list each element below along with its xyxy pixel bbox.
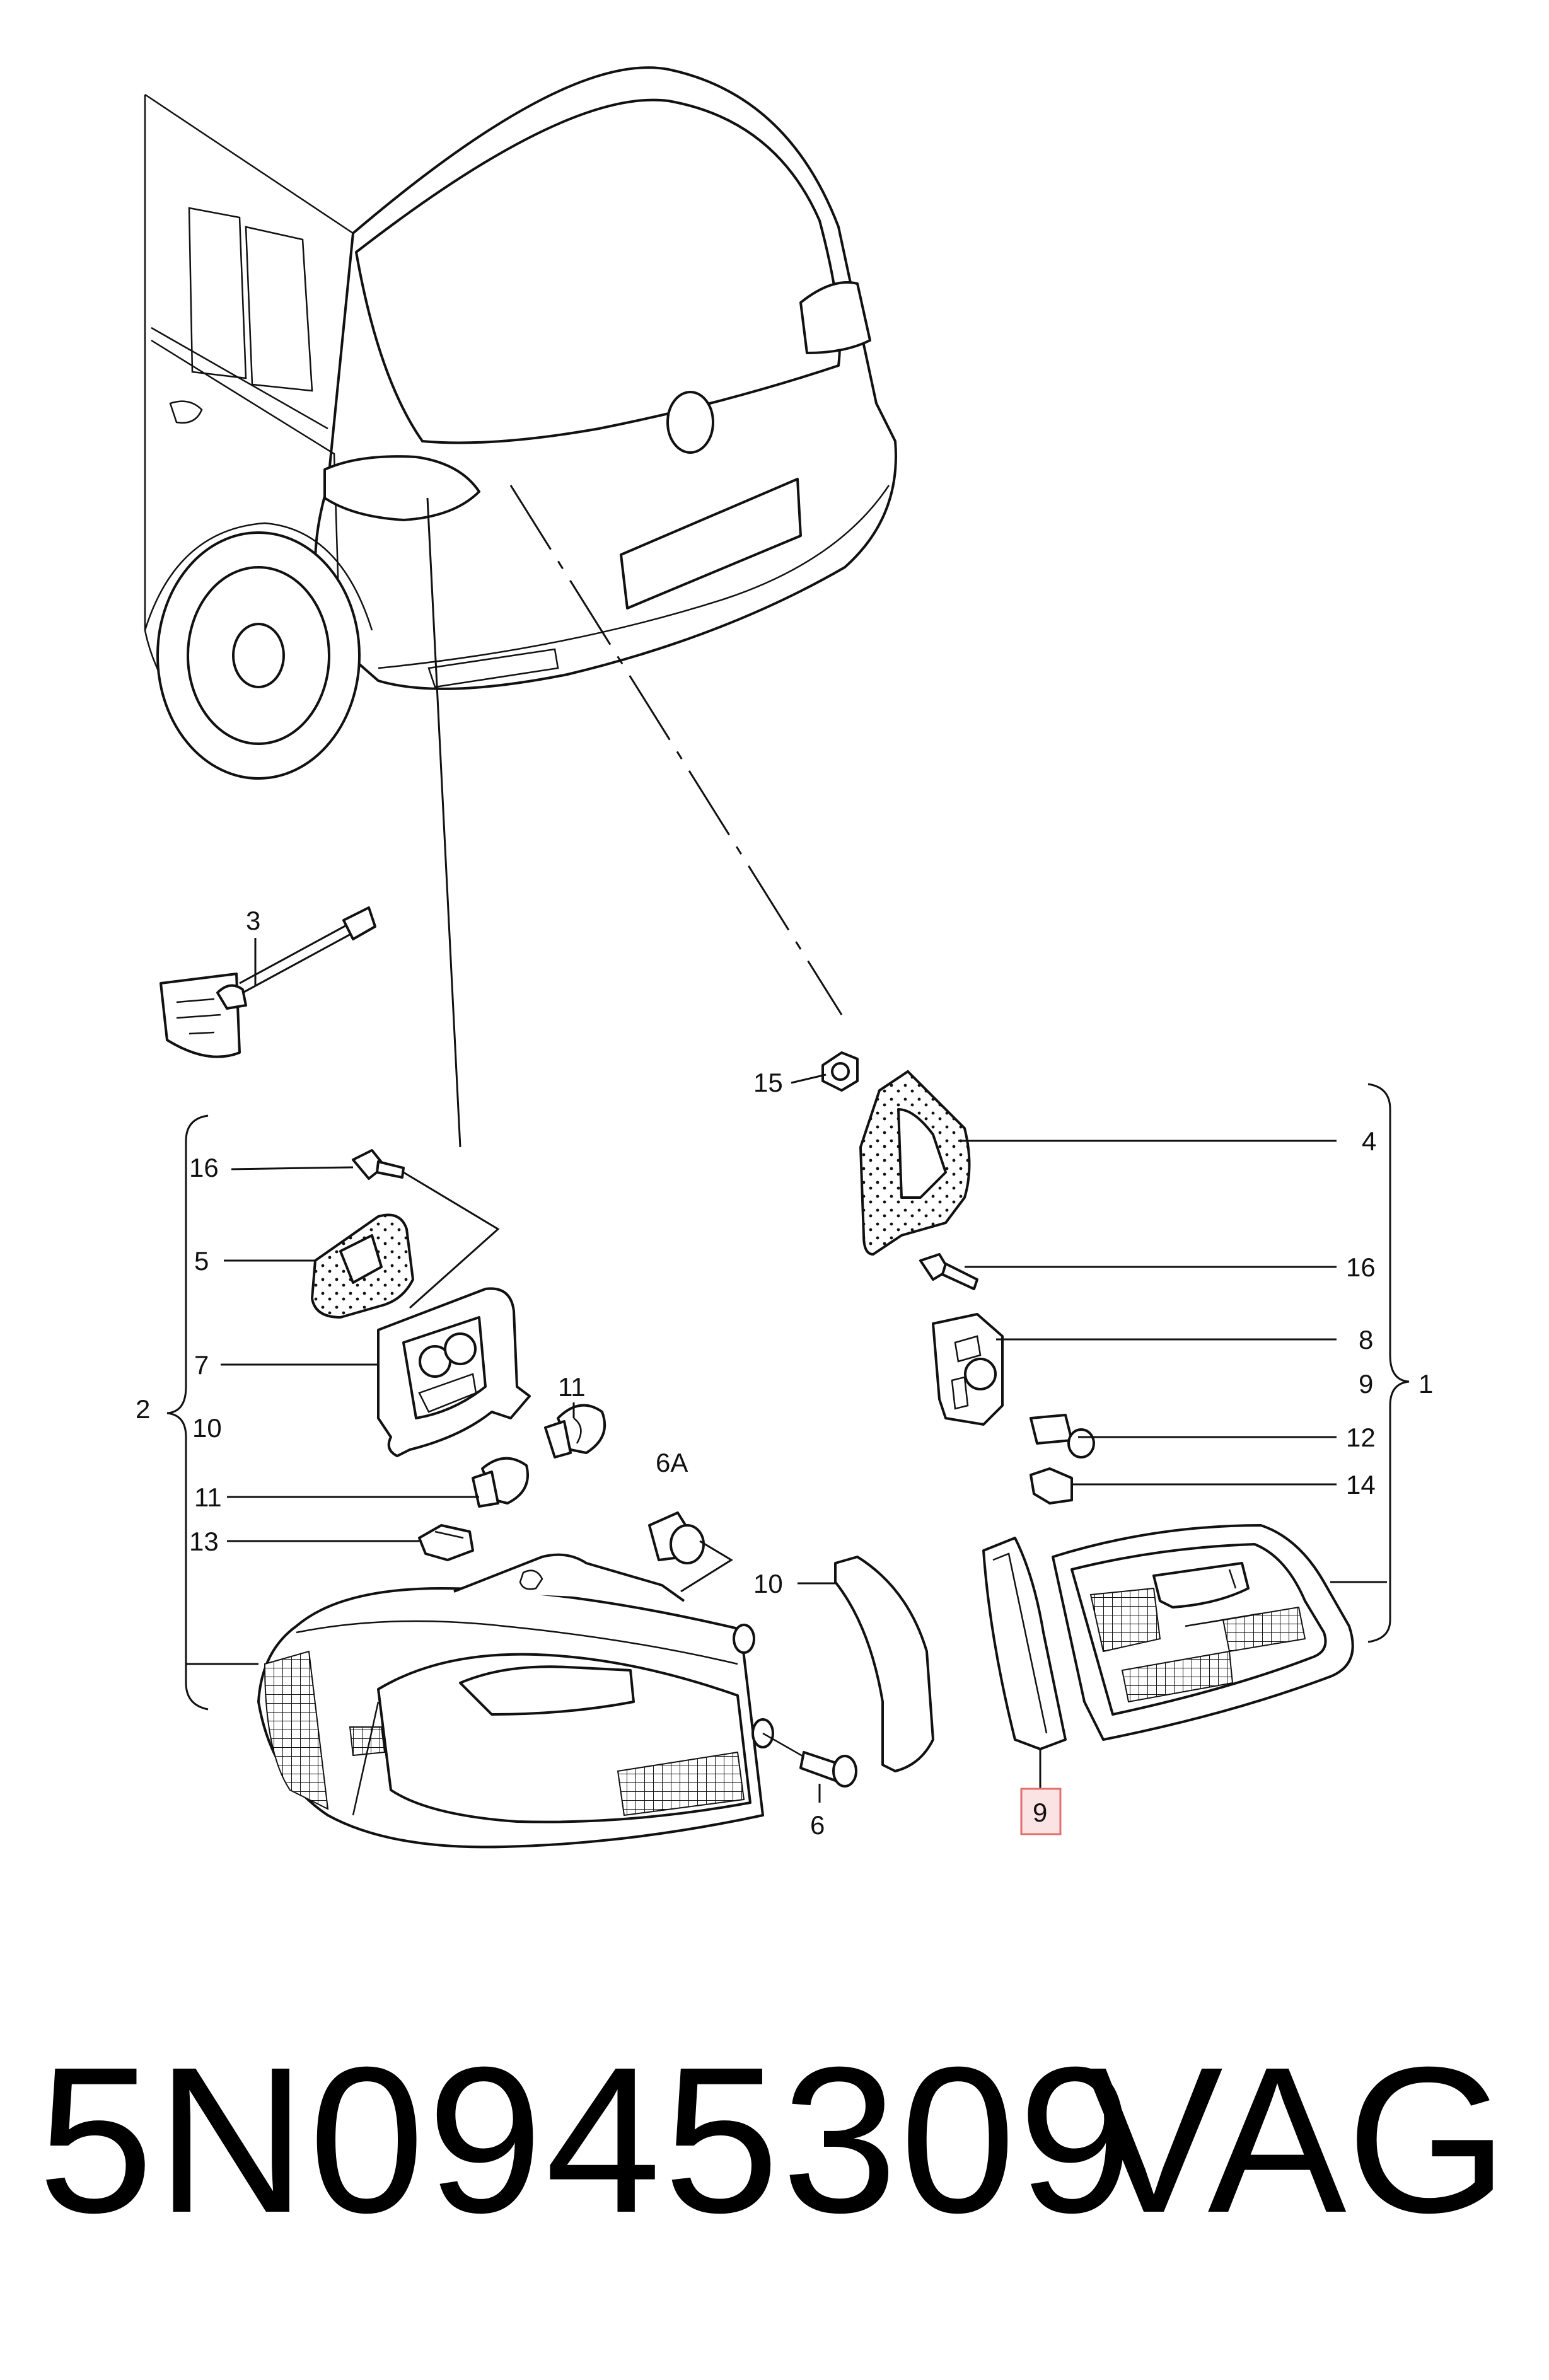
callout-leaders — [186, 938, 1387, 1803]
nut-15-part — [821, 1051, 859, 1092]
bulb-12-part — [1030, 1414, 1095, 1459]
trim-strip-9-inner — [992, 1552, 1048, 1734]
callout-1: 1 — [1418, 1369, 1433, 1399]
callout-10-mid: 10 — [753, 1569, 783, 1598]
tail-lamp-outer-left — [257, 1553, 774, 1849]
callout-5: 5 — [194, 1246, 209, 1276]
footer-caption: 5N0945309 VAG — [0, 2036, 1549, 2301]
part-number: 5N0945309 — [38, 2023, 1137, 2256]
wiring-harness-part — [160, 906, 376, 1058]
right-assembly-bracket — [1367, 1083, 1410, 1643]
bulb-13-part — [418, 1524, 474, 1561]
callout-labels: 3 15 4 16 5 16 7 8 2 10 11 9 1 6A 12 11 … — [136, 906, 1433, 1840]
screw-6-part — [762, 1732, 857, 1796]
callout-10-left: 10 — [192, 1413, 222, 1443]
callout-2: 2 — [136, 1394, 150, 1424]
bulb-11-upper — [544, 1404, 606, 1459]
screw-right-part — [919, 1253, 978, 1290]
callout-11: 11 — [194, 1482, 222, 1512]
callout-7: 7 — [194, 1350, 209, 1380]
trim-strip-10-part — [834, 1556, 934, 1772]
callout-16-left: 16 — [189, 1153, 219, 1182]
clip-6a-part — [648, 1511, 733, 1593]
callout-6: 6 — [810, 1810, 825, 1840]
callout-8: 8 — [1359, 1325, 1373, 1355]
callout-13: 13 — [189, 1527, 219, 1556]
callout-6a: 6A — [656, 1448, 688, 1477]
callout-3: 3 — [246, 906, 260, 935]
leader-lines — [426, 485, 843, 1148]
callout-9-highlight: 9 — [1033, 1798, 1047, 1827]
bulb-holder-left-part — [377, 1287, 531, 1457]
gasket-right-window — [897, 1108, 947, 1199]
callout-12: 12 — [1346, 1423, 1376, 1452]
callout-11-top: 11 — [558, 1372, 586, 1402]
callout-9-highlight-box — [1020, 1788, 1062, 1835]
callout-15: 15 — [753, 1068, 783, 1097]
vehicle-rear-illustration — [144, 66, 897, 780]
callout-16-right: 16 — [1346, 1252, 1376, 1282]
callout-14: 14 — [1346, 1470, 1376, 1499]
callout-9-right: 9 — [1359, 1369, 1373, 1399]
tail-lamp-inner-right — [1052, 1524, 1354, 1741]
gasket-left-window — [339, 1234, 383, 1284]
left-assembly-bracket — [166, 1114, 209, 1711]
bulb-holder-right-part — [932, 1313, 1004, 1426]
trim-strip-9-part — [982, 1537, 1067, 1750]
brand-name: VAG — [1084, 2023, 1509, 2256]
callout-4: 4 — [1362, 1126, 1376, 1156]
screw-left-part — [352, 1149, 500, 1309]
bulb-14-part — [1030, 1467, 1073, 1505]
bulb-11-lower — [472, 1457, 529, 1508]
